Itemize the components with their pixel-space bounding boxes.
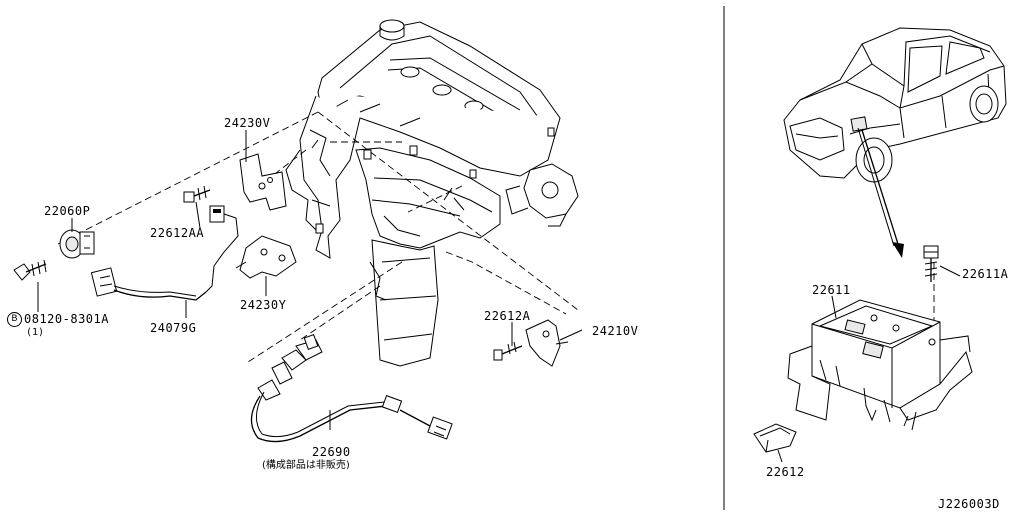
vehicle-illustration xyxy=(784,28,1006,182)
knock-sensor-22060p-drawing xyxy=(60,230,94,258)
bolt-type-b-icon: B xyxy=(7,312,22,327)
engine-assembly-illustration xyxy=(286,20,578,366)
bolt-22611a-drawing xyxy=(924,246,938,282)
diagram-code: J226003D xyxy=(938,497,1000,511)
oxygen-sensor-22690-drawing xyxy=(251,335,452,442)
bolt-22612aa-drawing xyxy=(184,186,210,202)
part-label-24230y[interactable]: 24230Y xyxy=(240,298,287,312)
bolt-08120-drawing xyxy=(14,260,46,280)
harness-24079g-drawing xyxy=(91,268,206,300)
part-label-24079g[interactable]: 24079G xyxy=(150,321,197,335)
part-label-24230v[interactable]: 24230V xyxy=(224,116,271,130)
part-quantity-08120: (1) xyxy=(26,327,45,338)
part-note-22690: (構成部品は非販売) xyxy=(262,460,350,471)
connector-drawing xyxy=(206,206,238,292)
bracket-24210v-drawing xyxy=(526,320,568,366)
bolt-22612a-drawing xyxy=(494,342,522,360)
part-label-24210v[interactable]: 24210V xyxy=(592,324,639,338)
clip-22612-drawing xyxy=(754,424,796,452)
bracket-24230y-drawing xyxy=(236,236,296,278)
ecu-22611-drawing xyxy=(788,300,972,430)
part-label-22612aa[interactable]: 22612AA xyxy=(150,226,205,240)
part-label-22611a[interactable]: 22611A xyxy=(962,267,1009,281)
part-label-22612a[interactable]: 22612A xyxy=(484,309,531,323)
leader-lines xyxy=(38,130,960,462)
part-label-22612[interactable]: 22612 xyxy=(766,465,805,479)
part-label-22060p[interactable]: 22060P xyxy=(44,204,91,218)
part-label-08120-8301a[interactable]: 08120-8301A xyxy=(24,312,109,326)
part-label-22690[interactable]: 22690 xyxy=(312,445,351,459)
location-arrow xyxy=(858,128,904,258)
bracket-24230v-drawing xyxy=(240,154,286,210)
part-label-22611[interactable]: 22611 xyxy=(812,283,851,297)
